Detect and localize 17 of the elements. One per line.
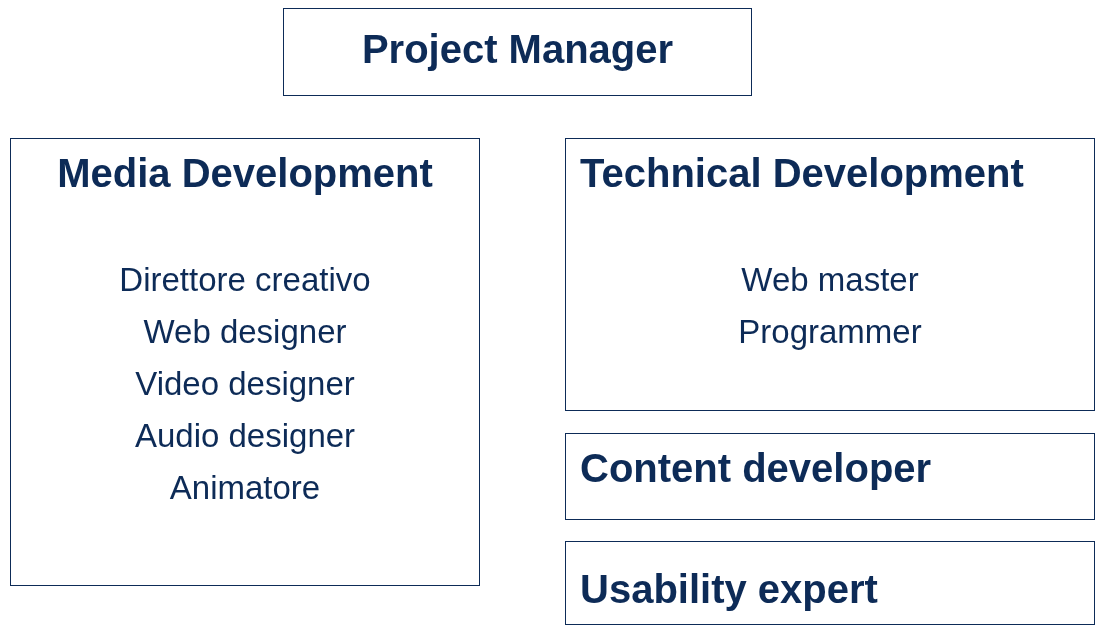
role-name: Programmer [737,312,923,352]
box-heading: Usability expert [580,567,878,612]
role-name: Web master [740,260,920,300]
role-box [565,541,1095,625]
role-name: Web designer [142,312,348,352]
box-heading: Media Development [56,151,434,196]
box-heading: Content developer [580,446,932,491]
role-name: Audio designer [133,416,357,456]
role-box [565,138,1095,411]
role-name: Direttore creativo [118,260,372,300]
role-name: Video designer [134,364,356,404]
box-heading: Technical Development [580,151,1024,196]
role-box [565,433,1095,520]
role-box [10,138,480,586]
role-box [283,8,752,96]
role-name: Animatore [168,468,322,508]
box-heading: Project Manager [360,27,675,72]
